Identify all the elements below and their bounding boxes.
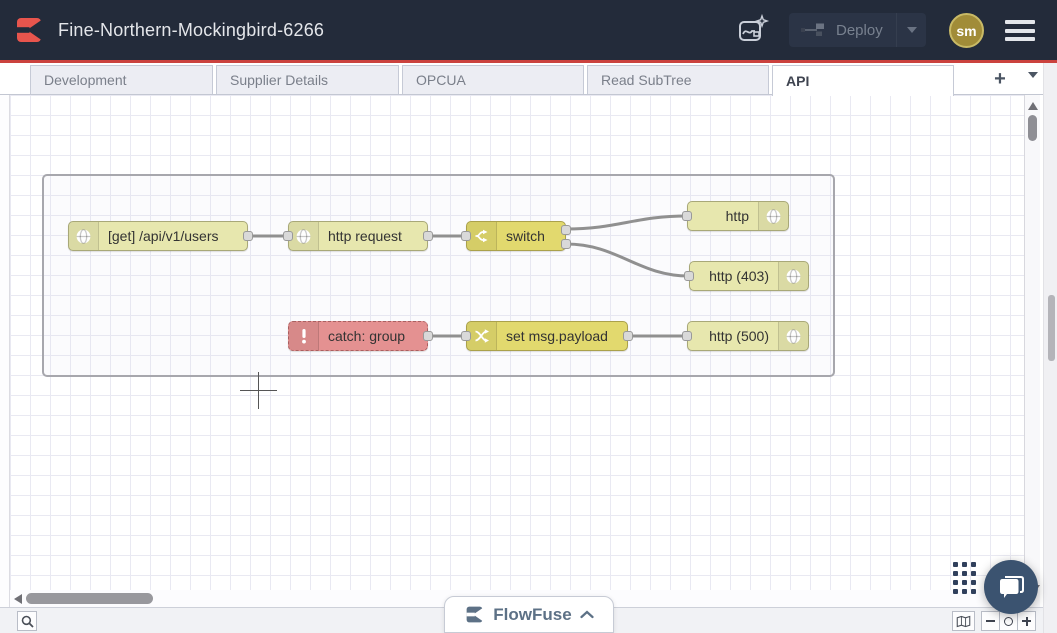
- zoom-in-button[interactable]: [1017, 611, 1036, 631]
- node-http-response-403[interactable]: http (403): [684, 261, 809, 291]
- hamburger-icon: [1005, 28, 1035, 33]
- tab-label: Read SubTree: [601, 72, 692, 88]
- chat-launcher-button[interactable]: [984, 560, 1038, 614]
- zoom-in-icon: [1022, 616, 1031, 626]
- flowfuse-logo-icon: [466, 606, 483, 623]
- tab-label: API: [786, 73, 810, 89]
- node-label: http (500): [709, 328, 769, 344]
- header-bar: Fine-Northern-Mockingbird-6266 Deploy: [0, 0, 1057, 60]
- chevron-up-icon: [580, 610, 594, 619]
- tab-label: OPCUA: [416, 72, 466, 88]
- input-port[interactable]: [461, 331, 471, 341]
- tab-api[interactable]: API: [772, 65, 954, 96]
- globe-icon: [69, 222, 99, 250]
- node-label: http (403): [709, 268, 769, 284]
- input-port[interactable]: [682, 211, 692, 221]
- deploy-nodes-icon: [801, 23, 824, 36]
- wire[interactable]: [564, 214, 689, 231]
- add-flow-button[interactable]: +: [994, 68, 1006, 90]
- flowfuse-brand-label: FlowFuse: [493, 604, 572, 624]
- node-http-in[interactable]: [get] /api/v1/users: [68, 221, 253, 251]
- main-menu-button[interactable]: [1005, 20, 1035, 41]
- tab-label: Supplier Details: [230, 72, 329, 88]
- input-port[interactable]: [461, 231, 471, 241]
- hamburger-icon: [1005, 20, 1035, 24]
- flow-canvas[interactable]: [get] /api/v1/users http request switch: [10, 95, 1024, 590]
- node-label: http request: [328, 228, 402, 244]
- zoom-reset-icon: [1004, 616, 1013, 626]
- vertical-scrollbar[interactable]: [1024, 95, 1040, 607]
- search-button[interactable]: [17, 611, 37, 631]
- globe-icon: [758, 202, 788, 230]
- node-catch[interactable]: catch: group: [288, 321, 433, 351]
- header-accent-line: [0, 60, 1057, 63]
- deploy-button[interactable]: Deploy: [789, 13, 926, 47]
- avatar-initials: sm: [956, 22, 977, 39]
- search-icon: [21, 615, 34, 628]
- node-http-response-500[interactable]: http (500): [682, 321, 809, 351]
- output-port-1[interactable]: [561, 225, 571, 235]
- node-label: catch: group: [328, 328, 406, 344]
- vertical-scrollbar-thumb[interactable]: [1028, 115, 1037, 141]
- zoom-out-button[interactable]: [981, 611, 1000, 631]
- chat-bubble-icon: [1000, 576, 1024, 598]
- map-icon: [956, 615, 971, 627]
- deploy-button-label: Deploy: [836, 21, 883, 39]
- palette-edge: [0, 95, 10, 607]
- output-port[interactable]: [623, 331, 633, 341]
- input-port[interactable]: [684, 271, 694, 281]
- navigator-toggle-button[interactable]: [952, 611, 975, 631]
- node-label: switch: [506, 228, 545, 244]
- flowfuse-logo-icon[interactable]: [13, 14, 45, 46]
- node-switch[interactable]: switch: [461, 221, 571, 251]
- output-port[interactable]: [423, 231, 433, 241]
- wire[interactable]: [564, 242, 691, 278]
- page-scrollbar[interactable]: [1043, 63, 1057, 633]
- cursor-crosshair: [258, 372, 259, 409]
- tab-label: Development: [44, 72, 127, 88]
- drag-dots-icon[interactable]: [953, 562, 976, 602]
- tab-opcua[interactable]: OPCUA: [402, 65, 584, 94]
- flow-tab-bar: Development Supplier Details OPCUA Read …: [0, 63, 1043, 96]
- caret-down-icon: [906, 27, 917, 33]
- horizontal-scrollbar-thumb[interactable]: [26, 593, 153, 604]
- instance-title: Fine-Northern-Mockingbird-6266: [58, 19, 325, 40]
- hamburger-icon: [1005, 37, 1035, 41]
- node-label: http: [725, 208, 749, 224]
- exclamation-icon: [289, 322, 319, 350]
- page-scrollbar-thumb[interactable]: [1048, 295, 1055, 361]
- shuffle-icon: [467, 322, 497, 350]
- input-port[interactable]: [682, 331, 692, 341]
- caret-down-icon: [1028, 72, 1038, 95]
- node-http-request[interactable]: http request: [283, 221, 433, 251]
- output-port-2[interactable]: [561, 239, 571, 249]
- node-change[interactable]: set msg.payload: [461, 321, 633, 351]
- tab-supplier-details[interactable]: Supplier Details: [216, 65, 399, 94]
- user-avatar[interactable]: sm: [949, 13, 984, 48]
- globe-icon: [778, 322, 808, 350]
- flowfuse-panel-button[interactable]: FlowFuse: [444, 596, 614, 633]
- scroll-up-icon[interactable]: [1028, 102, 1038, 110]
- flow-list-button[interactable]: [1028, 72, 1038, 96]
- globe-icon: [778, 262, 808, 290]
- output-port[interactable]: [243, 231, 253, 241]
- ai-assistant-icon: [739, 13, 770, 41]
- node-http-response[interactable]: http: [682, 201, 789, 231]
- output-port[interactable]: [423, 331, 433, 341]
- flow-assistant-button[interactable]: [733, 11, 771, 49]
- switch-icon: [467, 222, 497, 250]
- node-label: [get] /api/v1/users: [108, 228, 219, 244]
- node-label: set msg.payload: [506, 328, 608, 344]
- zoom-out-icon: [986, 620, 995, 622]
- scroll-left-icon[interactable]: [14, 594, 22, 604]
- globe-icon: [289, 222, 319, 250]
- input-port[interactable]: [283, 231, 293, 241]
- zoom-reset-button[interactable]: [999, 611, 1018, 631]
- tab-development[interactable]: Development: [30, 65, 213, 94]
- tab-read-subtree[interactable]: Read SubTree: [587, 65, 769, 94]
- deploy-options-button[interactable]: [896, 13, 926, 47]
